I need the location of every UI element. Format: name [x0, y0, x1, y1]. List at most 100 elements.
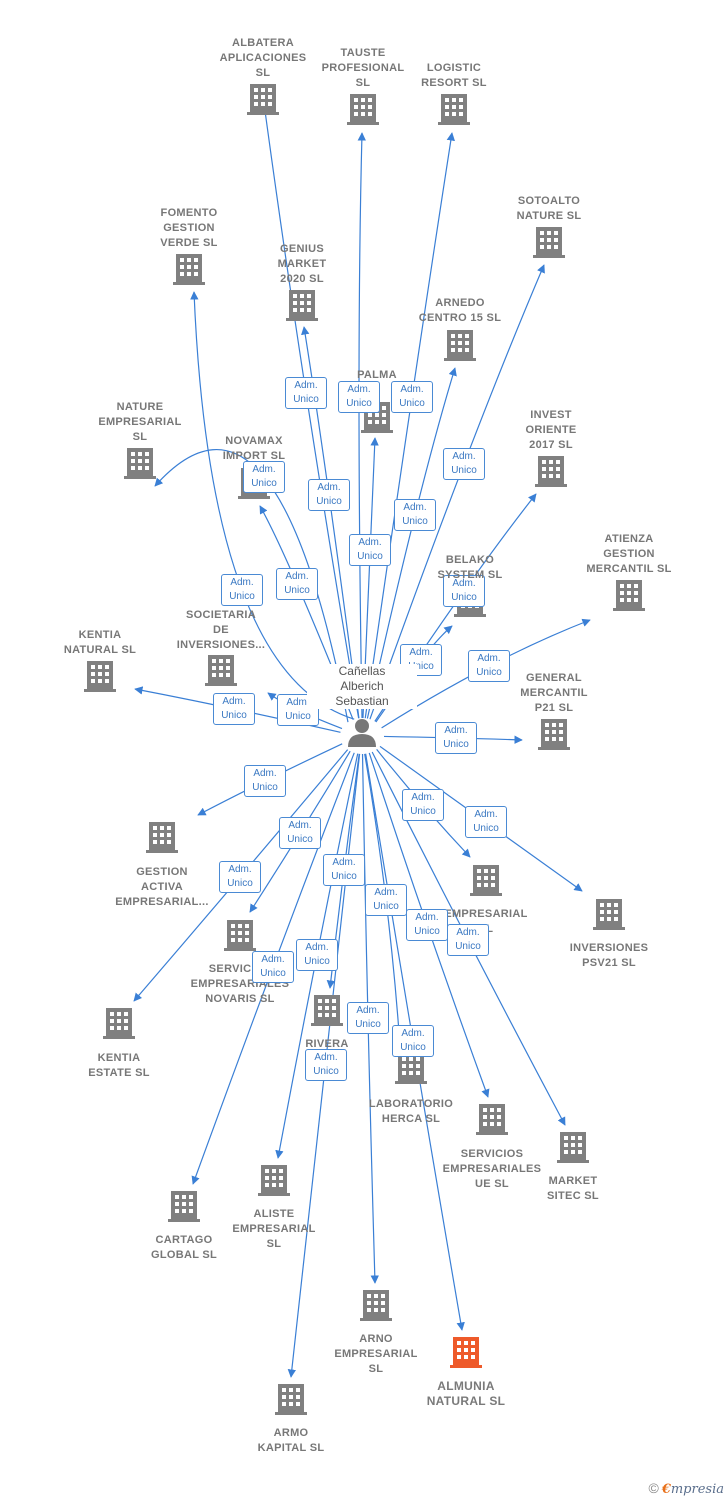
building-icon-nature[interactable]: [124, 448, 156, 479]
role-badge-fomento[interactable]: Adm.Unico: [221, 574, 263, 606]
company-name-line: GENIUS: [280, 243, 324, 255]
building-icon-general[interactable]: [538, 719, 570, 750]
building-icon-arno[interactable]: [360, 1290, 392, 1321]
role-badge-albatera[interactable]: Adm.Unico: [285, 377, 327, 409]
building-icon-cartago[interactable]: [168, 1191, 200, 1222]
building-icon-genius[interactable]: [286, 290, 318, 321]
building-icon-atienza[interactable]: [613, 580, 645, 611]
building-icon-sotoalto[interactable]: [533, 227, 565, 258]
role-line: Adm.: [403, 502, 427, 513]
building-icon-gestion_activa[interactable]: [146, 822, 178, 853]
company-name-line: NATURE SL: [516, 210, 582, 222]
building-icon-armo[interactable]: [275, 1384, 307, 1415]
building-icon-albatera[interactable]: [247, 84, 279, 115]
company-name-line: KENTIA: [78, 629, 122, 641]
role-badge-invest[interactable]: Adm.Unico: [443, 575, 485, 607]
role-line: Unico: [260, 968, 286, 979]
role-badge-genius[interactable]: Adm.Unico: [308, 479, 350, 511]
person-name-label[interactable]: Cañellas Alberich Sebastian: [307, 664, 417, 709]
role-badge-empresarial[interactable]: Adm.Unico: [402, 789, 444, 821]
role-badge-inversiones_psv[interactable]: Adm.Unico: [465, 806, 507, 838]
building-icon-kentia_estate[interactable]: [103, 1008, 135, 1039]
building-icon-inversiones_psv[interactable]: [593, 899, 625, 930]
role-badge-servicios_ue[interactable]: Adm.Unico: [406, 909, 448, 941]
role-badge-sotoalto[interactable]: Adm.Unico: [443, 448, 485, 480]
company-name-line: SL: [266, 1238, 282, 1250]
building-icon-tauste[interactable]: [347, 94, 379, 125]
role-line: Unico: [414, 926, 440, 937]
role-badge-gestion_activa[interactable]: Adm.Unico: [244, 765, 286, 797]
building-icon-logistic[interactable]: [438, 94, 470, 125]
building-icon-market_sitec[interactable]: [557, 1132, 589, 1163]
role-badge-aliste[interactable]: Adm.Unico: [296, 939, 338, 971]
role-badge-kentia_natural[interactable]: Adm.Unico: [213, 693, 255, 725]
nodes-layer: [84, 84, 645, 1415]
role-badge-market_sitec[interactable]: Adm.Unico: [447, 924, 489, 956]
building-icon-invest[interactable]: [535, 456, 567, 487]
building-icon-empresarial[interactable]: [470, 865, 502, 896]
building-icon-rivera[interactable]: [311, 995, 343, 1026]
role-badge-novamax[interactable]: Adm.Unico: [276, 568, 318, 600]
building-icon-almunia[interactable]: [450, 1337, 482, 1368]
role-badge-atienza[interactable]: Adm.Unico: [468, 650, 510, 682]
role-badge-rivera[interactable]: Adm.Unico: [323, 854, 365, 886]
person-icon[interactable]: [348, 719, 376, 747]
role-badge-logistic[interactable]: Adm.Unico: [391, 381, 433, 413]
role-badge-tauste[interactable]: Adm.Unico: [338, 381, 380, 413]
role-badge-palma[interactable]: Adm.Unico: [349, 534, 391, 566]
role-badge-almunia[interactable]: Adm.Unico: [392, 1025, 434, 1057]
building-icon-novaris[interactable]: [224, 920, 256, 951]
role-badge-kentia_estate[interactable]: Adm.Unico: [219, 861, 261, 893]
building-icon-fomento[interactable]: [173, 254, 205, 285]
company-name-line: FOMENTO: [160, 207, 218, 219]
role-badge-nature[interactable]: Adm.Unico: [243, 461, 285, 493]
building-icon-aliste[interactable]: [258, 1165, 290, 1196]
building-icon-herca[interactable]: [395, 1053, 427, 1084]
footer-brand[interactable]: ©€mpresia: [648, 1480, 724, 1497]
building-icon-kentia_natural[interactable]: [84, 661, 116, 692]
role-line: Adm.: [222, 696, 246, 707]
role-badge-novaris[interactable]: Adm.Unico: [279, 817, 321, 849]
role-line: Unico: [293, 394, 319, 405]
role-badge-armo[interactable]: Adm.Unico: [305, 1049, 347, 1081]
company-label-palma[interactable]: PALMA: [312, 368, 442, 383]
role-badge-arno[interactable]: Adm.Unico: [347, 1002, 389, 1034]
company-name-line: RESORT SL: [421, 77, 487, 89]
role-badge-arnedo[interactable]: Adm.Unico: [394, 499, 436, 531]
building-icon-servicios_ue[interactable]: [476, 1104, 508, 1135]
role-badge-herca[interactable]: Adm.Unico: [365, 884, 407, 916]
role-badge-general[interactable]: Adm.Unico: [435, 722, 477, 754]
company-name-line: INVERSIONES: [569, 942, 649, 954]
building-icon-societaria[interactable]: [205, 655, 237, 686]
role-line: Adm.: [288, 820, 312, 831]
building-icon-arnedo[interactable]: [444, 330, 476, 361]
role-badge-cartago[interactable]: Adm.Unico: [252, 951, 294, 983]
role-badge-belako[interactable]: Adm.Unico: [400, 644, 442, 676]
